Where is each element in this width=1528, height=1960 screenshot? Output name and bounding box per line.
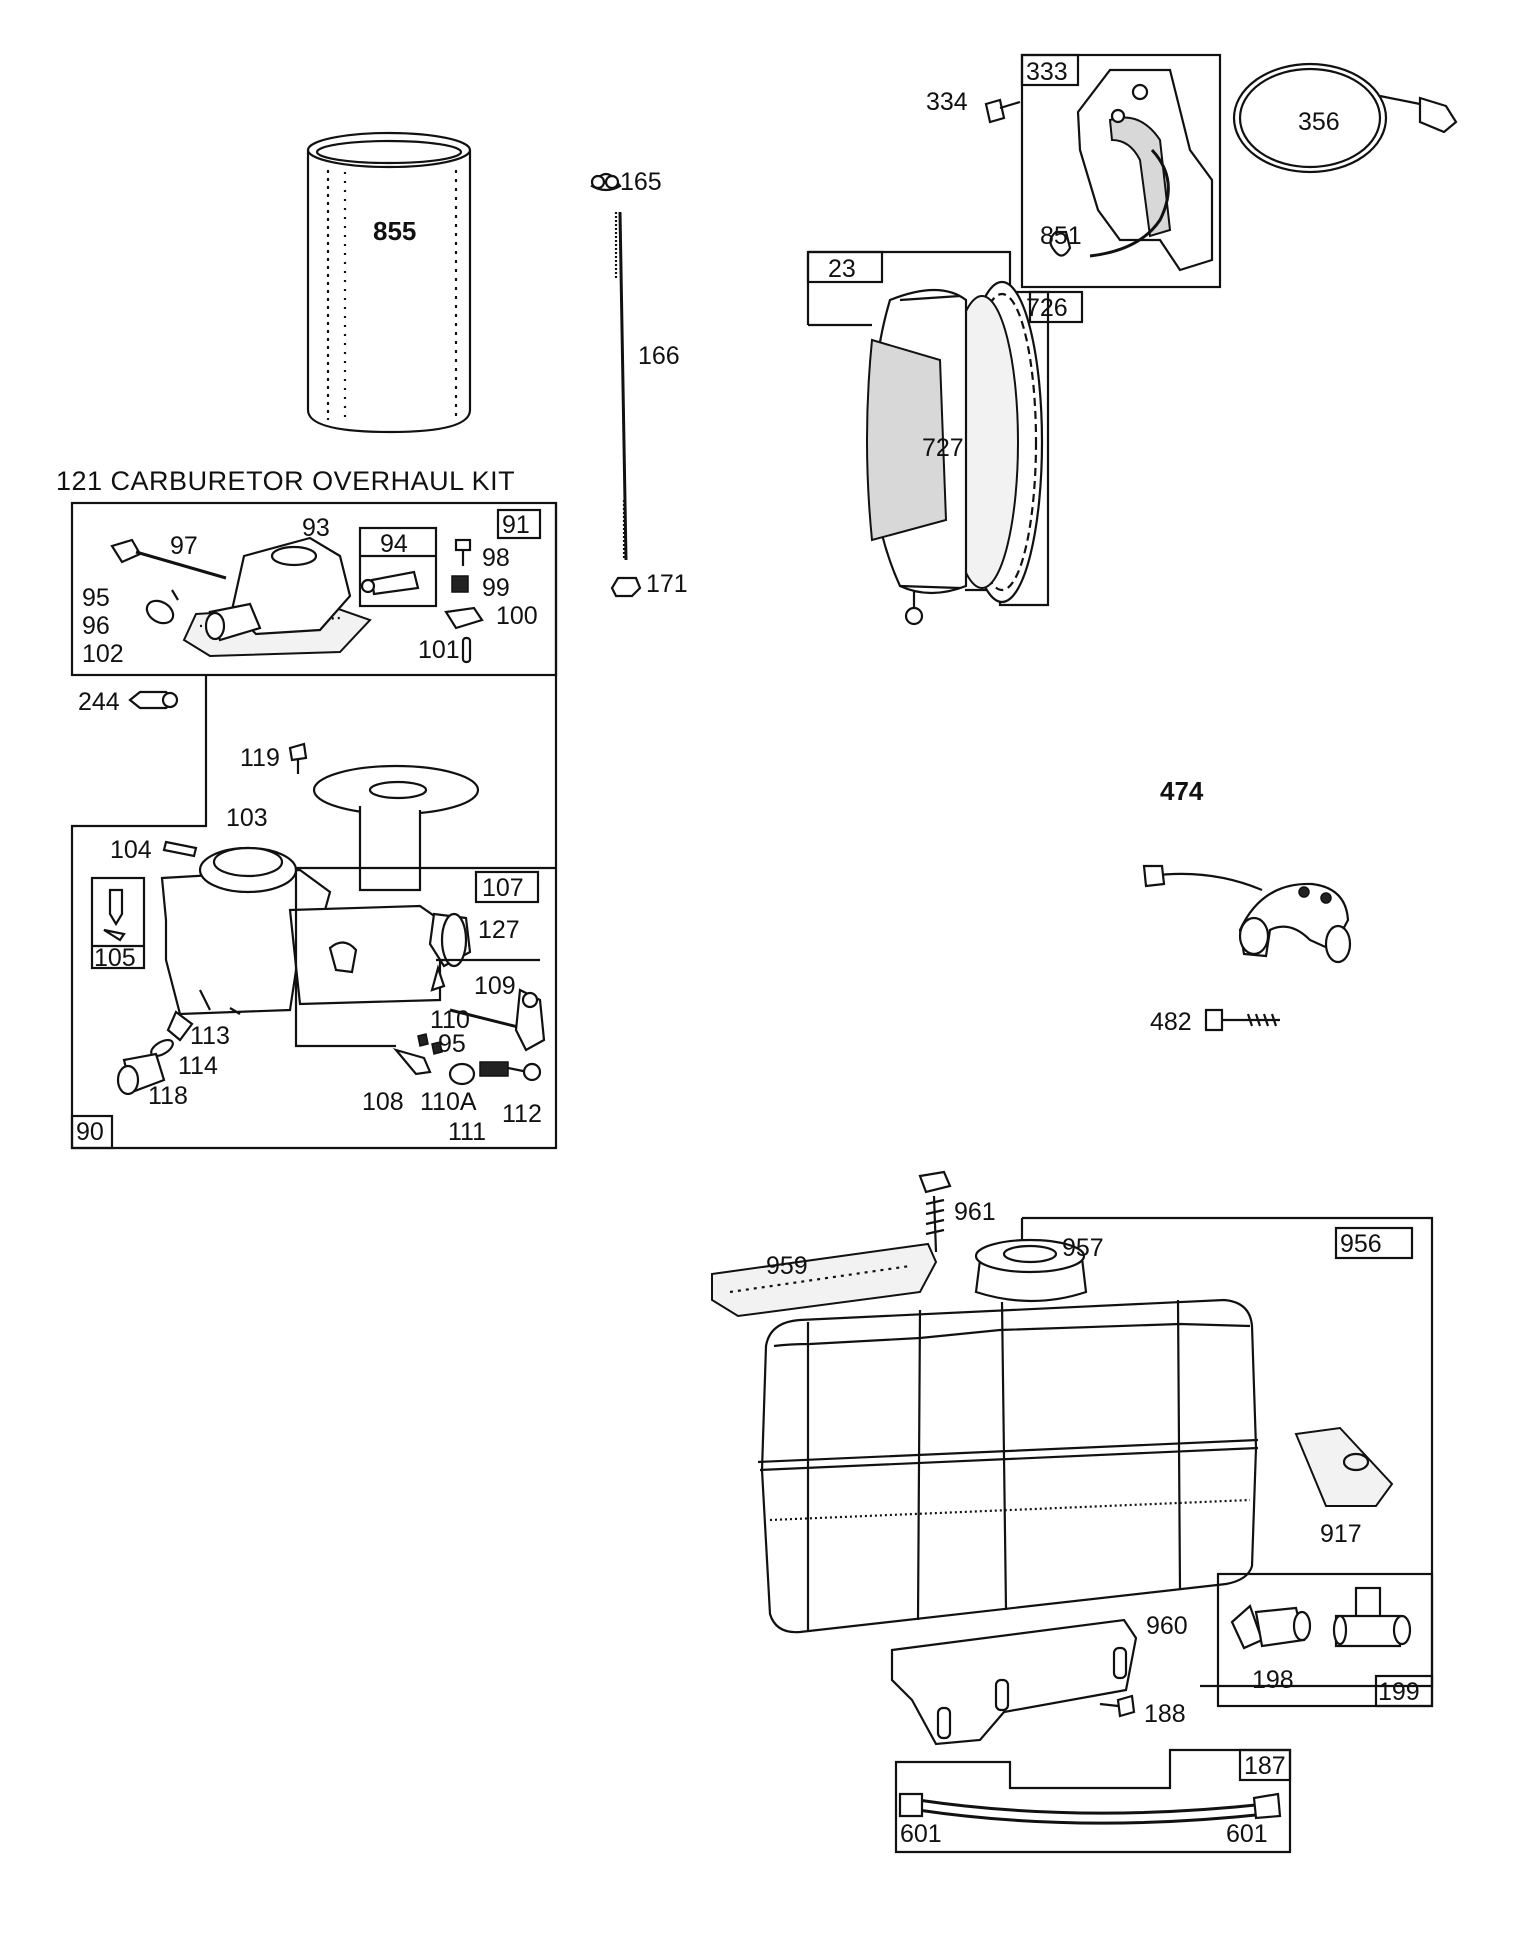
label-100: 100	[496, 602, 538, 630]
bolt-482	[1204, 1008, 1280, 1032]
label-93: 93	[302, 514, 330, 542]
label-244: 244	[78, 688, 120, 716]
kit-title: 121 CARBURETOR OVERHAUL KIT	[56, 466, 515, 496]
label-956: 956	[1340, 1230, 1382, 1258]
label-333: 333	[1026, 58, 1068, 86]
wire-356	[1232, 62, 1458, 174]
label-957: 957	[1062, 1234, 1104, 1262]
label-114: 114	[178, 1052, 218, 1080]
box-333	[1020, 53, 1222, 289]
label-101: 101	[418, 636, 460, 664]
label-188: 188	[1144, 1700, 1186, 1728]
valve-198	[1230, 1604, 1312, 1650]
label-113: 113	[190, 1022, 230, 1050]
label-110: 110	[430, 1006, 470, 1034]
label-959: 959	[766, 1252, 808, 1280]
label-727: 727	[922, 434, 964, 462]
fitting-199	[1332, 1586, 1412, 1648]
box-187	[894, 1748, 1292, 1854]
fitting-244	[128, 690, 179, 710]
box-90	[70, 503, 558, 1150]
label-165: 165	[620, 168, 662, 196]
label-102: 102	[82, 640, 124, 668]
label-917: 917	[1320, 1520, 1362, 1548]
screw-188	[1099, 1694, 1136, 1718]
label-96: 96	[82, 612, 110, 640]
label-90: 90	[76, 1118, 104, 1146]
label-601-left: 601	[900, 1820, 942, 1848]
label-855: 855	[373, 216, 416, 246]
label-474: 474	[1160, 776, 1204, 806]
label-110a: 110A	[420, 1088, 477, 1116]
screw-961	[918, 1170, 952, 1253]
rod-166	[590, 172, 642, 598]
label-482: 482	[1150, 1008, 1192, 1036]
label-23: 23	[828, 255, 856, 283]
label-119: 119	[240, 744, 280, 772]
label-199: 199	[1378, 1678, 1420, 1706]
label-98: 98	[482, 544, 510, 572]
label-109: 109	[474, 972, 516, 1000]
label-166: 166	[638, 342, 680, 370]
box-105	[90, 876, 146, 970]
label-111: 111	[448, 1118, 486, 1146]
label-91: 91	[502, 511, 530, 539]
label-112: 112	[502, 1100, 542, 1128]
box-107	[294, 866, 556, 1048]
label-99: 99	[482, 574, 510, 602]
label-105: 105	[94, 944, 136, 972]
carburetor-body	[116, 764, 546, 1096]
part-474	[1142, 864, 1352, 964]
fuel-line-187	[898, 1792, 1282, 1825]
carb-upper-kit-parts	[110, 536, 484, 664]
flywheel-727	[866, 280, 1044, 626]
label-103: 103	[226, 804, 268, 832]
bracket-960	[890, 1618, 1138, 1746]
label-198: 198	[1252, 1666, 1294, 1694]
label-334: 334	[926, 88, 968, 116]
label-107: 107	[482, 874, 524, 902]
label-356: 356	[1298, 108, 1340, 136]
label-171: 171	[646, 570, 688, 598]
fuel-tank	[757, 1238, 1259, 1634]
label-94: 94	[380, 530, 408, 558]
label-961: 961	[954, 1198, 996, 1226]
armature-333	[1049, 68, 1214, 272]
label-118: 118	[148, 1082, 188, 1110]
label-960: 960	[1146, 1612, 1188, 1640]
label-104: 104	[110, 836, 152, 864]
label-187: 187	[1244, 1752, 1286, 1780]
clip-917	[1294, 1426, 1394, 1507]
screw-119	[288, 742, 308, 774]
sleeve-855	[306, 131, 472, 434]
plate-959	[711, 1242, 938, 1318]
label-95-upper: 95	[82, 584, 110, 612]
label-127: 127	[478, 916, 520, 944]
label-108: 108	[362, 1088, 404, 1116]
box-94	[358, 526, 438, 608]
label-851: 851	[1040, 222, 1082, 250]
label-726: 726	[1026, 294, 1068, 322]
screw-334	[984, 98, 1021, 124]
box-199	[1216, 1572, 1434, 1708]
label-97: 97	[170, 532, 198, 560]
label-601-right: 601	[1226, 1820, 1268, 1848]
label-95-lower: 95	[438, 1030, 466, 1058]
